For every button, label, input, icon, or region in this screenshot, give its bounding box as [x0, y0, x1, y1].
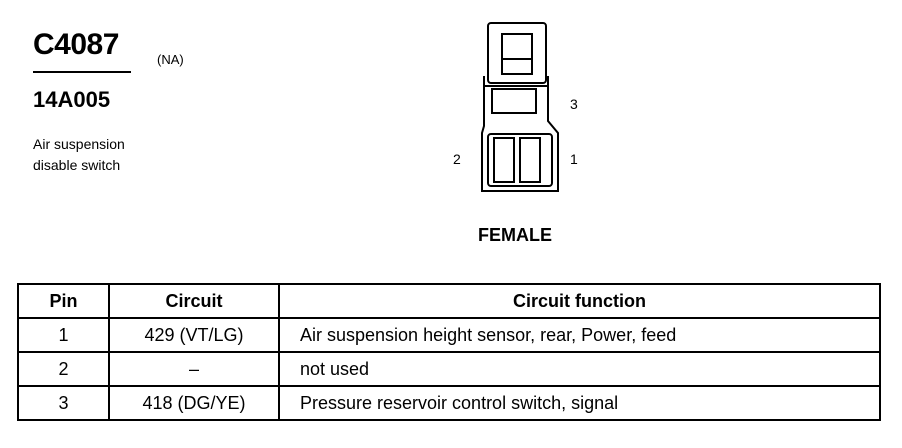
pin-2-label: 2 [453, 151, 461, 167]
table-header-row: Pin Circuit Circuit function [17, 283, 881, 319]
cell-pin: 1 [17, 317, 110, 353]
gender-label: FEMALE [478, 225, 552, 245]
pin-1-label: 1 [570, 151, 578, 167]
region-tag: (NA) [157, 52, 184, 67]
pin-1-cavity [519, 137, 541, 183]
cell-pin: 2 [17, 351, 110, 387]
cell-function: Pressure reservoir control switch, signa… [278, 385, 881, 421]
cavity-frame [487, 133, 553, 187]
connector-description: Air suspension disable switch [33, 134, 193, 176]
table-row: 3 418 (DG/YE) Pressure reservoir control… [17, 385, 881, 421]
description-line-2: disable switch [33, 157, 121, 173]
cell-circuit: 429 (VT/LG) [108, 317, 280, 353]
header-circuit: Circuit [108, 283, 280, 319]
table-row: 1 429 (VT/LG) Air suspension height sens… [17, 317, 881, 353]
cell-function: not used [278, 351, 881, 387]
cell-pin: 3 [17, 385, 110, 421]
header-pin: Pin [17, 283, 110, 319]
pin-3-label: 3 [570, 96, 578, 112]
description-line-1: Air suspension [33, 136, 125, 152]
table-row: 2 – not used [17, 351, 881, 387]
title-rule [33, 71, 131, 73]
connector-face-diagram: 3 2 1 [453, 22, 578, 192]
cell-function: Air suspension height sensor, rear, Powe… [278, 317, 881, 353]
latch-inner [501, 33, 533, 75]
cell-circuit: 418 (DG/YE) [108, 385, 280, 421]
cell-circuit: – [108, 351, 280, 387]
pinout-table: Pin Circuit Circuit function 1 429 (VT/L… [17, 283, 881, 421]
part-number: 14A005 [33, 87, 111, 112]
pin-2-cavity [493, 137, 515, 183]
pin-3-cavity [491, 88, 537, 114]
latch-outer [487, 22, 547, 84]
connector-body [481, 85, 559, 192]
header-function: Circuit function [278, 283, 881, 319]
connector-id: C4087 [33, 28, 119, 61]
